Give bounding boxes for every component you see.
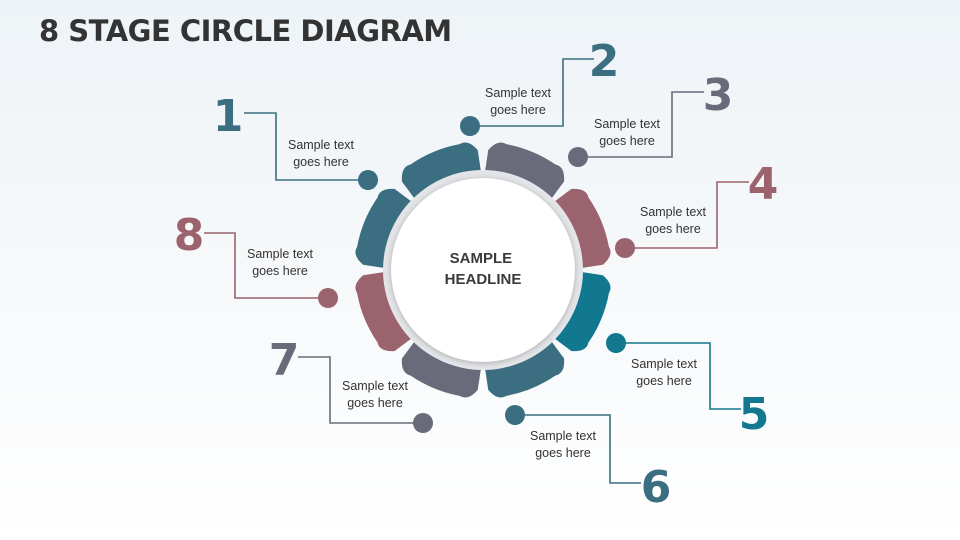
stage-text: Sample text goes here [342, 379, 409, 410]
stage-dot [413, 413, 433, 433]
petal-ring [355, 142, 611, 398]
connector-line [470, 58, 594, 127]
stage-text-line: goes here [535, 446, 591, 460]
stage-number: 1 [213, 91, 244, 142]
center-circle [391, 178, 575, 362]
stage-text-line: goes here [347, 396, 403, 410]
connector-line [298, 356, 423, 424]
stage-6-callout: 6 Sample text goes here [505, 405, 671, 513]
stage-text: Sample text goes here [288, 138, 355, 169]
stage-text: Sample text goes here [247, 247, 314, 278]
stage-text-line: goes here [636, 374, 692, 388]
stage-dot [568, 147, 588, 167]
petal-segment [552, 188, 611, 269]
center-headline: SAMPLE HEADLINE [445, 250, 522, 288]
stage-number: 3 [703, 70, 734, 121]
stage-text-line: goes here [645, 222, 701, 236]
connector-line [204, 232, 328, 299]
stage-number: 6 [641, 462, 672, 513]
stage-text-line: Sample text [530, 429, 597, 443]
center-headline-line-1: SAMPLE [450, 250, 513, 267]
stage-dot [606, 333, 626, 353]
stage-number: 2 [589, 36, 620, 87]
stage-dot [460, 116, 480, 136]
connector-line [244, 112, 368, 181]
stage-text-line: Sample text [594, 117, 661, 131]
stage-text-line: Sample text [640, 205, 707, 219]
petal-segment [401, 339, 482, 398]
stage-text-line: Sample text [342, 379, 409, 393]
stage-text-line: goes here [293, 155, 349, 169]
stage-number: 5 [739, 389, 770, 440]
connector-line [625, 181, 749, 249]
stage-text: Sample text goes here [485, 86, 552, 117]
stage-text: Sample text goes here [530, 429, 597, 460]
slide-title: 8 STAGE CIRCLE DIAGRAM [39, 14, 452, 48]
connector-line [616, 342, 741, 410]
stage-text: Sample text goes here [631, 357, 698, 388]
stage-number: 4 [748, 159, 779, 210]
stage-text: Sample text goes here [594, 117, 661, 148]
stage-text: Sample text goes here [640, 205, 707, 236]
connector-line [515, 414, 641, 484]
petal-segment [355, 271, 414, 352]
stage-number: 8 [174, 210, 205, 261]
stage-dot [615, 238, 635, 258]
stage-dot [358, 170, 378, 190]
stage-dot [505, 405, 525, 425]
connector-line [578, 91, 704, 158]
stage-dot [318, 288, 338, 308]
stage-text-line: goes here [490, 103, 546, 117]
stage-text-line: Sample text [485, 86, 552, 100]
stage-text-line: goes here [252, 264, 308, 278]
stage-text-line: Sample text [631, 357, 698, 371]
petal-segment [401, 142, 482, 201]
petal-segment [484, 142, 565, 201]
petal-segment [484, 339, 565, 398]
stage-text-line: Sample text [288, 138, 355, 152]
stage-number: 7 [269, 335, 300, 386]
stage-text-line: Sample text [247, 247, 314, 261]
stage-5-callout: 5 Sample text goes here [606, 333, 769, 440]
stage-text-line: goes here [599, 134, 655, 148]
petal-segment [355, 188, 414, 269]
center-headline-line-2: HEADLINE [445, 271, 522, 288]
petal-segment [552, 271, 611, 352]
